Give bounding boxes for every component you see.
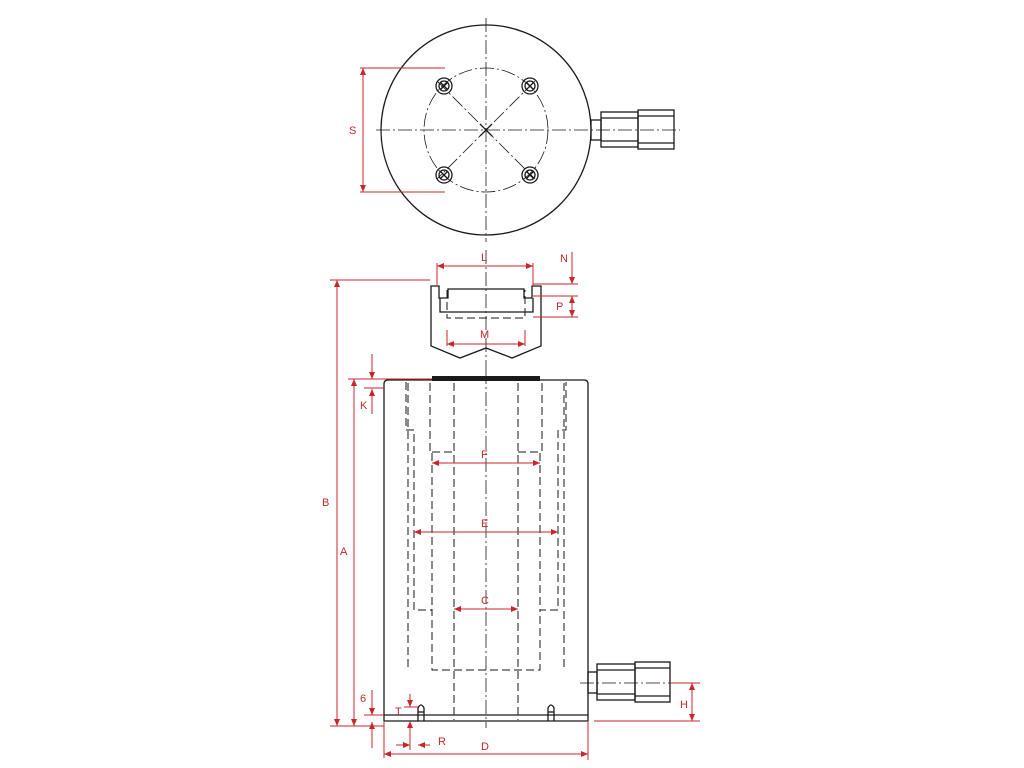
dimension-m: M: [446, 329, 526, 347]
dimension-c: C: [454, 595, 518, 612]
dimension-label-t: T: [395, 706, 402, 718]
dimension-label-h: H: [680, 699, 688, 711]
dimension-b: B: [322, 279, 430, 727]
dimension-a: A: [340, 378, 432, 726]
center-cross: [479, 123, 493, 137]
mounting-hole: [435, 166, 453, 184]
saddle-recess: [439, 298, 534, 313]
mounting-hole: [435, 77, 453, 95]
dimension-label-f: F: [481, 449, 488, 461]
dimension-n: N: [533, 252, 578, 285]
side-view: [383, 370, 690, 728]
dimension-label-c: C: [481, 595, 489, 607]
mounting-hole: [521, 166, 539, 184]
dimension-label-l: L: [481, 252, 487, 264]
cylinder-body: [383, 379, 589, 722]
dimension-label-a: A: [340, 546, 348, 558]
saddle-outline: [430, 285, 542, 359]
dimension-label-r: R: [438, 736, 446, 748]
dimension-label-e: E: [481, 518, 488, 530]
dimension-label-d: D: [481, 741, 489, 753]
dimension-label-6: 6: [360, 693, 366, 705]
dimension-h: H: [594, 682, 700, 722]
dimension-label-s: S: [349, 125, 356, 137]
mounting-hole: [521, 77, 539, 95]
dimension-s: S: [349, 67, 445, 193]
dimension-label-b: B: [322, 497, 329, 509]
side-coupler-fitting: [580, 661, 690, 703]
inner-bore-outline: [405, 382, 567, 671]
dimension-k: K: [360, 354, 384, 414]
dimension-label-k: K: [360, 400, 368, 412]
dimension-l: L: [436, 252, 534, 285]
top-view: S: [349, 18, 680, 242]
base-threaded-hole: [547, 704, 555, 721]
dimension-label-m: M: [480, 329, 489, 341]
dimension-r: R: [383, 722, 446, 758]
dimension-e: E: [414, 518, 558, 535]
dimension-f: F: [432, 449, 540, 466]
dimension-d: D: [384, 722, 589, 760]
dimension-label-n: N: [560, 253, 568, 265]
dimension-t: T: [395, 694, 418, 733]
dimension-6: 6: [360, 690, 384, 748]
dimension-label-p: P: [556, 301, 563, 313]
dimension-p: P: [533, 295, 578, 318]
top-coupler-fitting: [590, 109, 675, 150]
saddle: L N P M: [430, 250, 578, 370]
base-threaded-hole: [417, 704, 425, 721]
